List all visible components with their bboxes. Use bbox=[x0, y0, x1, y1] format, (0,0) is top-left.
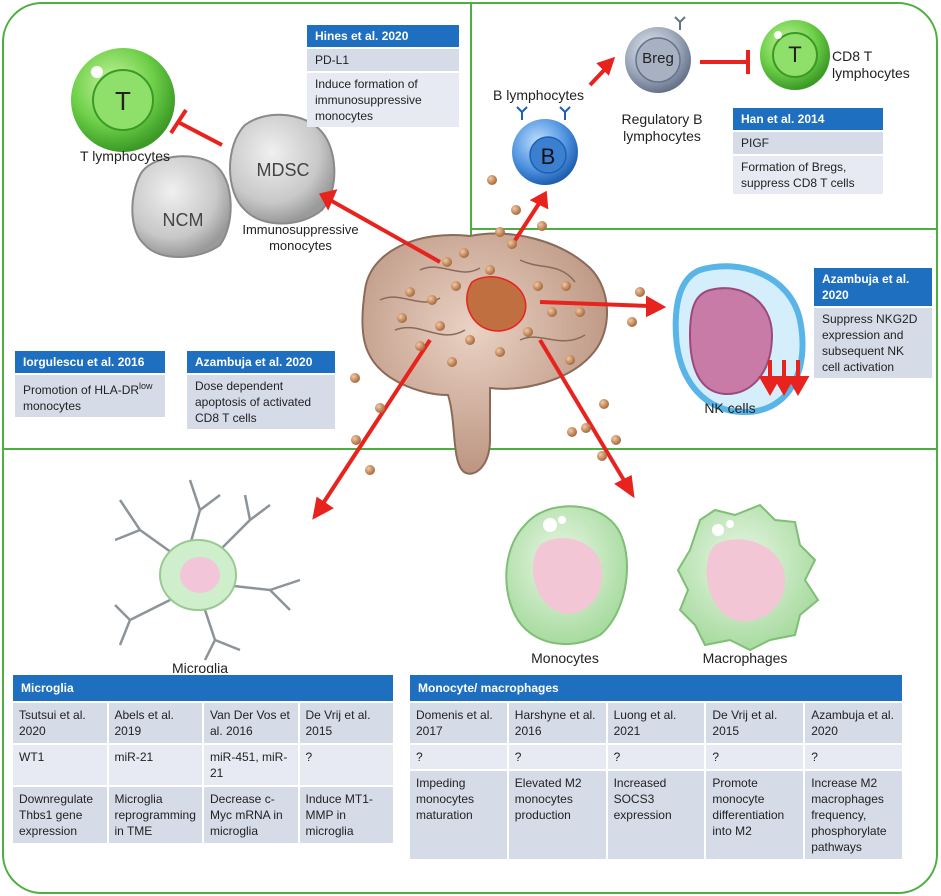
table-cell: Downregulate Thbs1 gene expression bbox=[11, 785, 109, 845]
monocyte-table: Monocyte/ macrophages Domenis et al. 201… bbox=[408, 673, 904, 861]
table-cell: Azambuja et al. 2020 bbox=[803, 701, 904, 745]
ref-title: Azambuja et al. 2020 bbox=[187, 351, 335, 373]
regulatory-b-label: Regulatory B lymphocytes bbox=[621, 111, 703, 144]
table-cell: miR-451, miR-21 bbox=[202, 743, 300, 787]
ref-effect-prefix: Promotion of HLA-DR bbox=[23, 383, 140, 397]
table-cell: De Vrij et al. 2015 bbox=[297, 701, 395, 745]
microglia-table: Microglia Tsutsui et al. 2020 Abels et a… bbox=[11, 673, 395, 845]
mdsc-label: MDSC bbox=[256, 160, 310, 180]
table-cell: ? bbox=[704, 743, 806, 771]
table-cell: miR-21 bbox=[106, 743, 204, 787]
mdsc-cell-icon bbox=[229, 113, 336, 225]
table-cell: Increase M2 macrophages frequency, phosp… bbox=[803, 769, 904, 861]
immunosuppressive-monocytes-label: Immunosuppressive monocytes bbox=[242, 222, 359, 253]
decrease-arrows-icon bbox=[758, 360, 810, 397]
ref-title: Azambuja et al. 2020 bbox=[814, 268, 932, 306]
exosome-vesicles bbox=[350, 175, 645, 475]
t-cell-letter: T bbox=[115, 86, 131, 116]
cd8-t-cell-icon bbox=[760, 20, 830, 90]
table-cell: Domenis et al. 2017 bbox=[408, 701, 509, 745]
ref-effect-sup: low bbox=[139, 381, 153, 391]
table-cell: Harshyne et al. 2016 bbox=[506, 701, 608, 745]
table-cell: Induce MT1-MMP in microglia bbox=[297, 785, 395, 845]
table-cell: ? bbox=[408, 743, 509, 771]
table-cell: Van Der Vos et al. 2016 bbox=[202, 701, 300, 745]
table-cell: Elevated M2 monocytes production bbox=[506, 769, 608, 861]
ref-azambuja-cd8: Azambuja et al. 2020 Dose dependent apop… bbox=[187, 351, 335, 429]
ref-title: Hines et al. 2020 bbox=[307, 25, 459, 47]
table-cell: ? bbox=[506, 743, 608, 771]
b-cell-letter: B bbox=[540, 144, 556, 169]
ref-effect: Promotion of HLA-DRlow monocytes bbox=[15, 373, 165, 417]
ref-effect: Formation of Bregs, suppress CD8 T cells bbox=[733, 154, 883, 194]
b-lymphocyte-icon bbox=[512, 106, 578, 185]
arrow-to-monocytes bbox=[538, 338, 627, 484]
arrow-head bbox=[596, 56, 616, 76]
nk-cells-label: NK cells bbox=[704, 400, 756, 416]
t-lymphocytes-label: T lymphocytes bbox=[80, 148, 170, 164]
ref-hines: Hines et al. 2020 PD-L1 Induce formation… bbox=[307, 25, 459, 127]
table-row-effects: Downregulate Thbs1 gene expression Micro… bbox=[11, 785, 395, 845]
microglia-icon bbox=[114, 479, 301, 661]
table-row-effects: Impeding monocytes maturation Elevated M… bbox=[408, 769, 904, 861]
table-cell: Abels et al. 2019 bbox=[106, 701, 204, 745]
table-row-molecules: WT1 miR-21 miR-451, miR-21 ? bbox=[11, 743, 395, 787]
inhibition-arrow bbox=[169, 108, 223, 147]
ref-azambuja-nk: Azambuja et al. 2020 Suppress NKG2D expr… bbox=[814, 268, 932, 378]
table-cell: ? bbox=[803, 743, 904, 771]
breg-label: Breg bbox=[642, 50, 674, 67]
brain-icon bbox=[361, 232, 608, 475]
ref-molecule: PD-L1 bbox=[307, 47, 459, 71]
ncm-label: NCM bbox=[162, 210, 204, 230]
table-row-refs: Domenis et al. 2017 Harshyne et al. 2016… bbox=[408, 701, 904, 745]
table-cell: Microglia reprogramming in TME bbox=[106, 785, 204, 845]
table-row-refs: Tsutsui et al. 2020 Abels et al. 2019 Va… bbox=[11, 701, 395, 745]
table-cell: WT1 bbox=[11, 743, 109, 787]
table-cell: ? bbox=[297, 743, 395, 787]
ref-title: Iorgulescu et al. 2016 bbox=[15, 351, 165, 373]
table-cell: Tsutsui et al. 2020 bbox=[11, 701, 109, 745]
t-lymphocyte-icon bbox=[71, 48, 175, 152]
cd8-t-label: CD8 T lymphocytes bbox=[832, 48, 910, 81]
macrophages-label: Macrophages bbox=[702, 650, 788, 666]
ref-effect: Dose dependent apoptosis of activated CD… bbox=[187, 373, 335, 429]
ref-effect: Suppress NKG2D expression and subsequent… bbox=[814, 306, 932, 378]
ref-iorgulescu: Iorgulescu et al. 2016 Promotion of HLA-… bbox=[15, 351, 165, 417]
table-cell: Decrease c-Myc mRNA in microglia bbox=[202, 785, 300, 845]
b-lymphocytes-label: B lymphocytes bbox=[493, 87, 585, 103]
arrow-to-mdsc bbox=[329, 198, 441, 264]
ref-han: Han et al. 2014 PIGF Formation of Bregs,… bbox=[733, 108, 883, 194]
ncm-cell-icon bbox=[131, 155, 232, 258]
table-cell: Luong et al. 2021 bbox=[605, 701, 707, 745]
breg-cell-icon bbox=[625, 16, 691, 93]
table-cell: Impeding monocytes maturation bbox=[408, 769, 509, 861]
table-cell: Increased SOCS3 expression bbox=[605, 769, 707, 861]
table-title: Microglia bbox=[11, 673, 395, 703]
arrow-to-nk bbox=[539, 300, 651, 308]
table-title: Monocyte/ macrophages bbox=[408, 673, 904, 703]
microglia-label: Microglia bbox=[171, 660, 228, 676]
table-cell: Promote monocyte differentiation into M2 bbox=[704, 769, 806, 861]
ref-molecule: PIGF bbox=[733, 130, 883, 154]
macrophage-icon bbox=[676, 503, 820, 652]
monocyte-icon bbox=[505, 505, 628, 646]
arrow-to-microglia bbox=[320, 338, 432, 507]
table-cell: De Vrij et al. 2015 bbox=[704, 701, 806, 745]
ref-effect: Induce formation of immunosuppressive mo… bbox=[307, 71, 459, 127]
cd8-t-letter: T bbox=[788, 42, 802, 67]
ref-title: Han et al. 2014 bbox=[733, 108, 883, 130]
table-row-molecules: ? ? ? ? ? bbox=[408, 743, 904, 771]
ref-effect-suffix: monocytes bbox=[23, 399, 82, 413]
table-cell: ? bbox=[605, 743, 707, 771]
monocytes-label: Monocytes bbox=[531, 650, 599, 666]
